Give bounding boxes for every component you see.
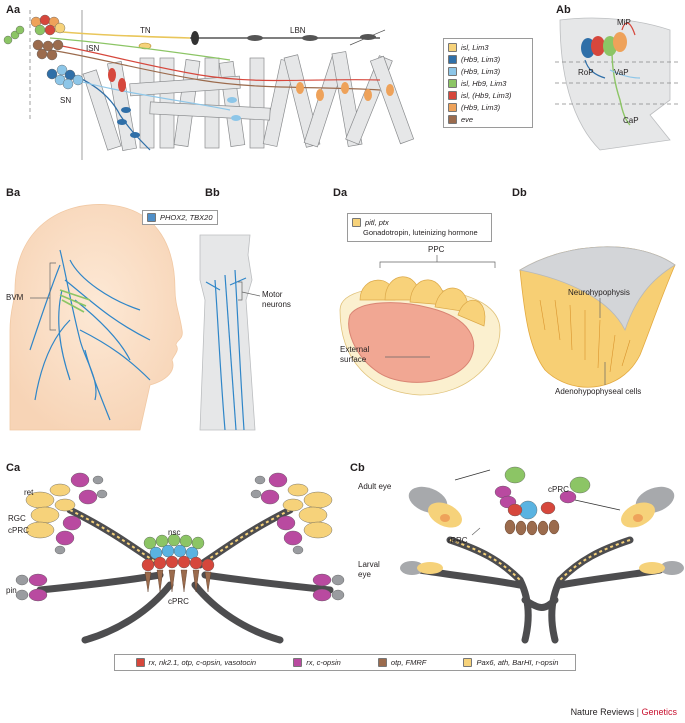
legend-aa-item-1: (Hb9, Lim3)	[461, 54, 501, 64]
legend-d: pitl, ptx Gonadotropin, luteinizing horm…	[347, 213, 492, 242]
legend-b-item: PHOX2, TBX20	[160, 213, 213, 222]
da-drawing	[339, 255, 501, 396]
label-rgc: RGC	[8, 514, 26, 523]
panel-label-cb: Cb	[350, 462, 365, 474]
legend-c-item-0: rx, nk2.1, otp, c-opsin, vasotocin	[148, 658, 257, 667]
panel-label-bb: Bb	[205, 187, 220, 199]
label-larval-eye: Larval eye	[358, 560, 380, 579]
ba-drawing	[9, 204, 183, 431]
panel-label-aa: Aa	[6, 4, 21, 16]
journal-section: Genetics	[641, 707, 677, 717]
legend-aa: isl, Lim3 (Hb9, Lim3) (Hb9, Lim3) isl, H…	[443, 38, 533, 128]
legend-aa-item-0: isl, Lim3	[461, 42, 489, 52]
legend-aa-item-2: (Hb9, Lim3)	[461, 66, 501, 76]
journal-credit: Nature Reviews | Genetics	[570, 707, 677, 717]
label-motor-neurons: Motor neurons	[262, 290, 291, 309]
label-bvm: BVM	[6, 293, 24, 302]
label-pin: pin	[6, 586, 17, 595]
swatch-0	[448, 42, 457, 52]
legend-c: rx, nk2.1, otp, c-opsin, vasotocin rx, c…	[114, 654, 576, 671]
legend-aa-item-3: isl, Hb9, Lim3	[461, 78, 507, 88]
ca-drawing	[15, 472, 345, 644]
bb-drawing	[199, 234, 261, 431]
legend-c-item-1: rx, c-opsin	[306, 658, 341, 667]
label-external-surface: External surface	[340, 345, 370, 364]
label-rop: RoP	[578, 68, 594, 77]
label-cap: CaP	[623, 116, 639, 125]
label-vap: VaP	[614, 68, 629, 77]
ab-drawing	[555, 17, 680, 151]
label-nsc: nsc	[168, 528, 181, 537]
label-sn: SN	[60, 96, 72, 105]
panel-label-da: Da	[333, 187, 348, 199]
panel-label-ab: Ab	[556, 4, 571, 16]
legend-aa-item-6: eve	[461, 114, 474, 124]
label-adult-eye: Adult eye	[358, 482, 392, 491]
legend-aa-item-5: (Hb9, Lim3)	[461, 102, 501, 112]
label-ret: ret	[24, 488, 34, 497]
legend-c-item-2: otp, FMRF	[390, 658, 427, 667]
cb-drawing	[400, 466, 684, 644]
label-mip: MiP	[617, 18, 631, 27]
panel-label-ca: Ca	[6, 462, 21, 474]
panel-label-db: Db	[512, 187, 527, 199]
label-adenohypophyseal: Adenohypophyseal cells	[555, 387, 642, 396]
legend-c-item-3: Pax6, ath, BarHI, r-opsin	[476, 658, 559, 667]
panel-label-ba: Ba	[6, 187, 21, 199]
legend-aa-item-4: isl, (Hb9, Lim3)	[461, 90, 512, 100]
label-cprc-cb: cPRC	[548, 485, 569, 494]
db-drawing	[518, 246, 676, 388]
journal-name: Nature Reviews	[570, 707, 635, 717]
label-cprc-left: cPRC	[8, 526, 29, 535]
label-ppc: PPC	[428, 245, 445, 254]
label-neurohypophysis: Neurohypophysis	[568, 288, 630, 297]
label-lbn: LBN	[290, 26, 306, 35]
legend-d-line1: pitl, ptx	[365, 217, 389, 227]
label-tn: TN	[140, 26, 151, 35]
legend-b: PHOX2, TBX20	[142, 210, 218, 225]
legend-d-line2: Gonadotropin, luteinizing hormone	[363, 228, 478, 237]
label-isn: ISN	[86, 44, 100, 53]
label-cprc-center: cPRC	[168, 597, 189, 606]
aa-drawing	[3, 10, 415, 160]
label-rprc: rPRC	[448, 536, 468, 545]
